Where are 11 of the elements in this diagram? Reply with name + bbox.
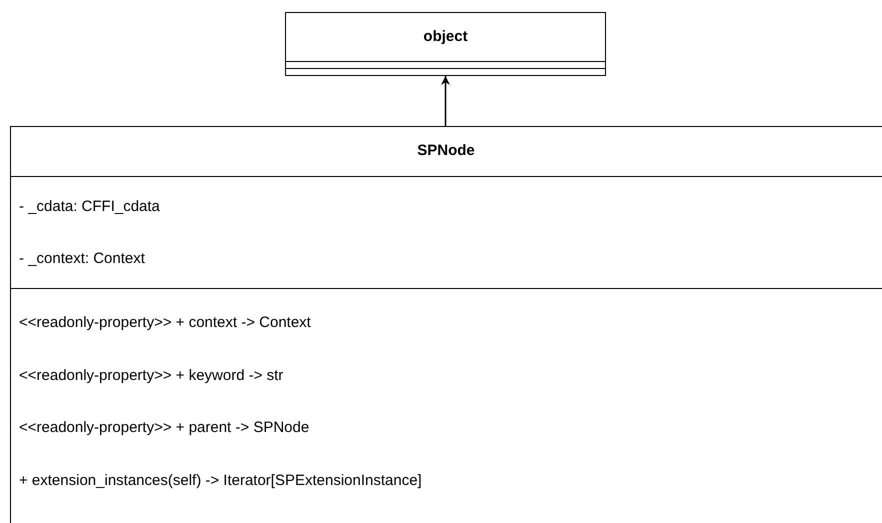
class-box	[285, 12, 606, 76]
class-box	[10, 126, 882, 523]
method-text: <<readonly-property>> + parent -> SPNode	[18, 419, 310, 437]
attribute-text: - _context: Context	[18, 250, 145, 268]
method-text: <<readonly-property>> + keyword -> str	[18, 367, 284, 385]
method-text: <<readonly-property>> + context -> Context	[18, 314, 311, 332]
class-name: object	[423, 28, 468, 46]
inheritance-arrow	[441, 76, 450, 126]
method-text: + extension_instances(self) -> Iterator[SPExtensionInstance]	[18, 472, 422, 490]
class-name: SPNode	[417, 142, 476, 160]
attribute-text: - _cdata: CFFI_cdata	[18, 198, 160, 216]
